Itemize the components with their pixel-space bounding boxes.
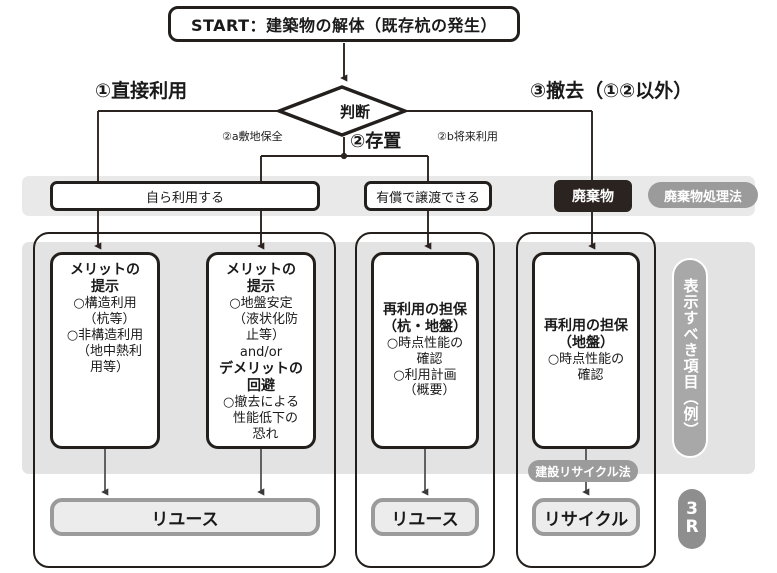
card-line: 確認 bbox=[577, 367, 604, 383]
column-container-waste bbox=[516, 232, 656, 568]
side-label-display-items: 表示すべき項目（例） bbox=[672, 258, 708, 458]
card-line: ○時点性能の bbox=[547, 351, 625, 367]
decision-diamond: 判断 bbox=[277, 85, 407, 137]
card-line: （杭等） bbox=[83, 312, 136, 328]
card-line: （液状化防 bbox=[232, 312, 298, 328]
branch-label-retain: ②存置 bbox=[350, 131, 402, 152]
result-recycle-label: リサイクル bbox=[543, 509, 629, 530]
card-reuse-assurance-ground-body: 再利用の担保（地盤）○時点性能の確認 bbox=[538, 318, 634, 384]
disposition-waste: 廃棄物 bbox=[554, 180, 632, 212]
side-label-3r-text: 3 R bbox=[685, 499, 699, 537]
card-line: 回避 bbox=[247, 378, 275, 395]
card-line: 再利用の担保 bbox=[544, 317, 628, 334]
result-reuse-sell: リユース bbox=[371, 498, 479, 536]
disposition-waste-label: 廃棄物 bbox=[572, 189, 614, 205]
card-reuse-assurance-pile-ground-body: 再利用の担保（杭・地盤）○時点性能の確認○利用計画（概要） bbox=[377, 302, 473, 400]
card-line: 確認 bbox=[416, 351, 443, 367]
card-line: 性能低下の bbox=[232, 411, 298, 427]
law-pill-construction-recycle: 建設リサイクル法 bbox=[528, 460, 638, 482]
result-recycle: リサイクル bbox=[532, 498, 640, 536]
card-line: ○地盤安定 bbox=[229, 296, 293, 312]
card-reuse-assurance-pile-ground: 再利用の担保（杭・地盤）○時点性能の確認○利用計画（概要） bbox=[371, 252, 479, 449]
disposition-self-use: 自ら利用する bbox=[50, 181, 320, 211]
side-label-display-items-text: 表示すべき項目（例） bbox=[681, 278, 700, 438]
card-line: ○撤去による bbox=[223, 395, 299, 411]
card-line: ○非構造利用 bbox=[66, 327, 144, 343]
card-line: （杭・地盤） bbox=[383, 318, 467, 335]
decision-label: 判断 bbox=[339, 102, 370, 121]
result-reuse-direct: リユース bbox=[50, 498, 320, 536]
branch-label-removal: ③撤去（①②以外） bbox=[530, 80, 693, 102]
card-line: （地中熱利 bbox=[76, 343, 142, 359]
card-line: 恐れ bbox=[252, 427, 279, 443]
column-container-direct-use bbox=[33, 232, 336, 568]
side-label-3r: 3 R bbox=[678, 489, 706, 549]
disposition-sell-label: 有償で譲渡できる bbox=[376, 190, 480, 206]
card-merit-structural-body: メリットの提示○構造利用（杭等）○非構造利用（地中熱利用等） bbox=[56, 262, 154, 375]
card-line: メリットの bbox=[226, 262, 296, 278]
card-line: （概要） bbox=[403, 383, 456, 399]
start-label: START：建築物の解体（既存杭の発生） bbox=[190, 16, 498, 35]
law-pill-waste-disposal: 廃棄物処理法 bbox=[648, 182, 758, 208]
card-line: and/or bbox=[239, 344, 283, 360]
card-line: ○時点性能の bbox=[386, 335, 464, 351]
card-line: ○利用計画 bbox=[393, 367, 457, 383]
card-line: 止等） bbox=[245, 327, 285, 343]
card-line: ○構造利用 bbox=[73, 296, 137, 312]
disposition-self-use-label: 自ら利用する bbox=[145, 190, 224, 206]
card-line: 再利用の担保 bbox=[383, 301, 467, 318]
law-pill-construction-recycle-label: 建設リサイクル法 bbox=[535, 464, 631, 479]
card-line: 提示 bbox=[91, 279, 119, 296]
card-line: 用等） bbox=[89, 359, 129, 375]
side-label-3r-line2: R bbox=[685, 517, 699, 537]
branch-label-future-use: ②b将来利用 bbox=[437, 130, 498, 143]
branch-label-direct-use: ①直接利用 bbox=[95, 80, 188, 102]
law-pill-waste-disposal-label: 廃棄物処理法 bbox=[663, 189, 742, 205]
disposition-sell: 有償で譲渡できる bbox=[364, 181, 492, 211]
card-line: デメリットの bbox=[219, 361, 303, 378]
card-reuse-assurance-ground: 再利用の担保（地盤）○時点性能の確認 bbox=[532, 252, 640, 449]
branch-label-site-preservation: ②a敷地保全 bbox=[222, 130, 283, 143]
start-box: START：建築物の解体（既存杭の発生） bbox=[168, 6, 520, 42]
card-line: （地盤） bbox=[558, 334, 614, 351]
result-reuse-sell-label: リユース bbox=[391, 509, 459, 530]
card-line: 提示 bbox=[247, 279, 275, 296]
result-reuse-direct-label: リユース bbox=[151, 509, 219, 530]
side-label-3r-line1: 3 bbox=[686, 499, 698, 520]
card-line: メリットの bbox=[70, 262, 140, 278]
card-merit-structural: メリットの提示○構造利用（杭等）○非構造利用（地中熱利用等） bbox=[50, 252, 160, 449]
column-container-sell bbox=[355, 232, 495, 568]
